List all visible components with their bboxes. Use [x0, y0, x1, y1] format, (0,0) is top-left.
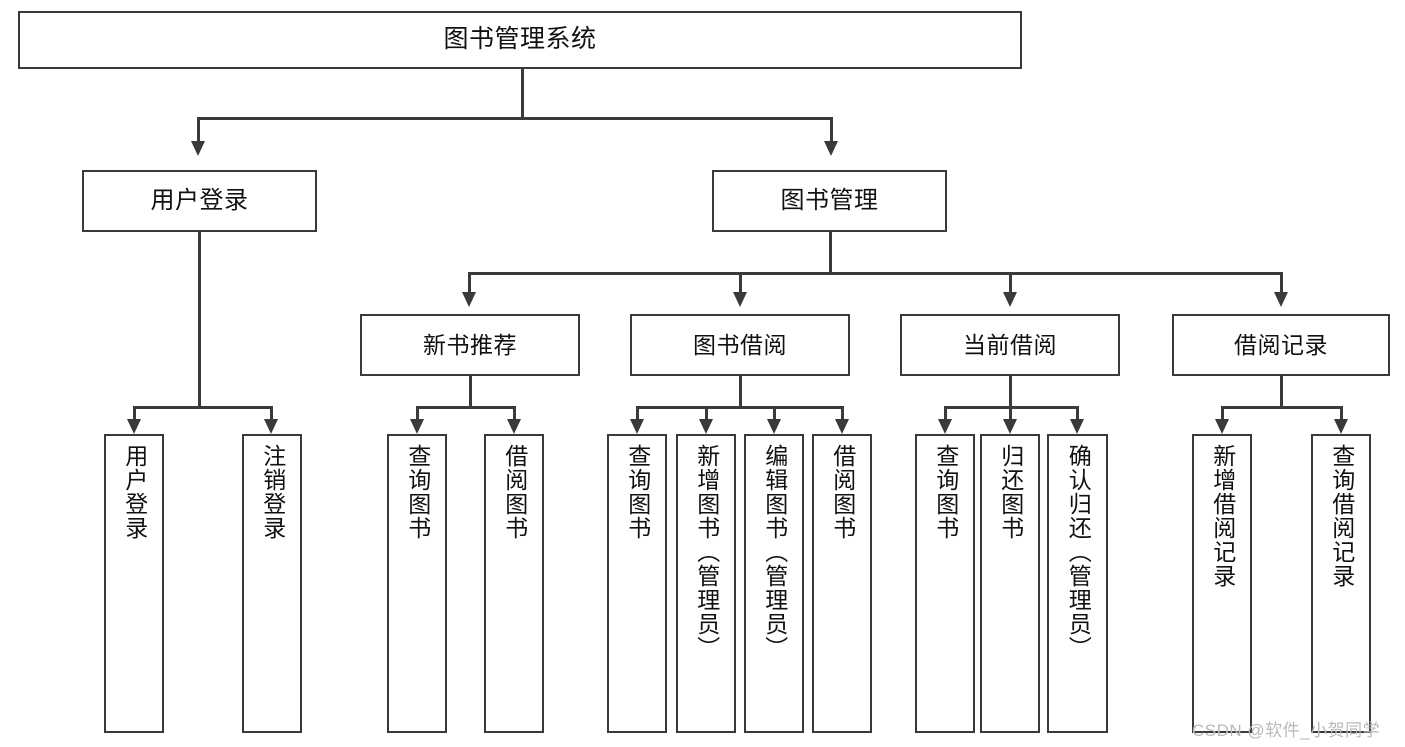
connector-new-book-stem — [469, 376, 472, 408]
node-label: 借阅记录 — [1234, 331, 1328, 358]
node-book-borrow[interactable]: 图书借阅 — [630, 314, 850, 376]
connector-borrow-record-leaf-2 — [1340, 406, 1343, 422]
node-borrow-record[interactable]: 借阅记录 — [1172, 314, 1390, 376]
leaf-current-borrow-return-book[interactable]: 归还图书 — [980, 434, 1040, 733]
node-label: 新增借阅记录 — [1209, 444, 1236, 588]
arrow-user-login-leaf-1 — [127, 419, 141, 434]
node-label: 查询图书 — [624, 444, 651, 540]
node-user-login[interactable]: 用户登录 — [82, 170, 317, 232]
node-label: 借阅图书 — [501, 444, 528, 540]
arrow-user-login-leaf-2 — [264, 419, 278, 434]
connector-user-login-leaf-2 — [270, 406, 273, 422]
node-label: 确认归还（管理员） — [1065, 444, 1092, 660]
arrow-book-borrow-leaf-2 — [699, 419, 713, 434]
connector-book-borrow-leaf-4 — [841, 406, 844, 422]
node-label: 用户登录 — [121, 444, 148, 540]
connector-user-login-leaf-1 — [133, 406, 136, 422]
node-label: 当前借阅 — [963, 331, 1057, 358]
node-label: 新书推荐 — [423, 331, 517, 358]
node-new-book-recommend[interactable]: 新书推荐 — [360, 314, 580, 376]
leaf-book-borrow-borrow-book[interactable]: 借阅图书 — [812, 434, 872, 733]
connector-book-borrow-leaf-3 — [773, 406, 776, 422]
arrow-new-book-leaf-1 — [410, 419, 424, 434]
node-label: 查询图书 — [404, 444, 431, 540]
leaf-current-borrow-query-book[interactable]: 查询图书 — [915, 434, 975, 733]
connector-new-book-bus — [416, 406, 515, 409]
leaf-borrow-record-add-record[interactable]: 新增借阅记录 — [1192, 434, 1252, 733]
node-label: 图书借阅 — [693, 331, 787, 358]
connector-book-borrow-leaf-1 — [636, 406, 639, 422]
connector-to-current-borrow — [1009, 272, 1012, 296]
arrow-current-borrow-leaf-2 — [1003, 419, 1017, 434]
node-label: 用户登录 — [150, 187, 249, 214]
connector-to-book-borrow — [739, 272, 742, 296]
connector-root-to-user-login — [197, 117, 200, 145]
connector-new-book-leaf-2 — [513, 406, 516, 422]
arrow-borrow-record-leaf-2 — [1334, 419, 1348, 434]
leaf-book-borrow-query-book[interactable]: 查询图书 — [607, 434, 667, 733]
connector-root-to-book-manage — [830, 117, 833, 145]
connector-book-borrow-bus — [636, 406, 843, 409]
leaf-book-borrow-edit-book[interactable]: 编辑图书（管理员） — [744, 434, 804, 733]
arrow-new-book-leaf-2 — [507, 419, 521, 434]
node-current-borrow[interactable]: 当前借阅 — [900, 314, 1120, 376]
node-label: 查询借阅记录 — [1328, 444, 1355, 588]
node-label: 借阅图书 — [829, 444, 856, 540]
node-label: 查询图书 — [932, 444, 959, 540]
connector-current-borrow-leaf-1 — [944, 406, 947, 422]
node-label: 注销登录 — [259, 444, 286, 540]
connector-current-borrow-leaf-3 — [1076, 406, 1079, 422]
connector-user-login-bus — [133, 406, 270, 409]
leaf-new-book-query-book[interactable]: 查询图书 — [387, 434, 447, 733]
connector-book-manage-stem — [829, 232, 832, 274]
leaf-logout-login[interactable]: 注销登录 — [242, 434, 302, 733]
leaf-book-borrow-add-book[interactable]: 新增图书（管理员） — [676, 434, 736, 733]
connector-root-bus — [197, 117, 833, 120]
connector-to-new-book — [468, 272, 471, 296]
connector-user-login-stem — [198, 232, 201, 408]
connector-book-borrow-stem — [739, 376, 742, 408]
connector-book-manage-bus — [468, 272, 1282, 275]
connector-book-borrow-leaf-2 — [705, 406, 708, 422]
arrow-to-borrow-record — [1274, 292, 1288, 307]
arrow-borrow-record-leaf-1 — [1215, 419, 1229, 434]
node-label: 归还图书 — [997, 444, 1024, 540]
leaf-new-book-borrow-book[interactable]: 借阅图书 — [484, 434, 544, 733]
node-label: 图书管理系统 — [443, 25, 597, 54]
leaf-user-login[interactable]: 用户登录 — [104, 434, 164, 733]
arrow-book-borrow-leaf-3 — [767, 419, 781, 434]
connector-current-borrow-leaf-2 — [1009, 406, 1012, 422]
connector-new-book-leaf-1 — [416, 406, 419, 422]
connector-current-borrow-stem — [1009, 376, 1012, 408]
connector-borrow-record-bus — [1221, 406, 1342, 409]
node-book-management[interactable]: 图书管理 — [712, 170, 947, 232]
arrow-to-new-book — [462, 292, 476, 307]
node-root-system[interactable]: 图书管理系统 — [18, 11, 1022, 69]
leaf-current-borrow-confirm-return[interactable]: 确认归还（管理员） — [1047, 434, 1108, 733]
arrow-root-to-user-login — [191, 141, 205, 156]
arrow-root-to-book-manage — [824, 141, 838, 156]
arrow-to-current-borrow — [1003, 292, 1017, 307]
arrow-to-book-borrow — [733, 292, 747, 307]
arrow-book-borrow-leaf-1 — [630, 419, 644, 434]
arrow-current-borrow-leaf-3 — [1070, 419, 1084, 434]
arrow-current-borrow-leaf-1 — [938, 419, 952, 434]
connector-borrow-record-leaf-1 — [1221, 406, 1224, 422]
connector-root-stem — [521, 69, 524, 117]
node-label: 编辑图书（管理员） — [761, 444, 788, 660]
arrow-book-borrow-leaf-4 — [835, 419, 849, 434]
leaf-borrow-record-query-record[interactable]: 查询借阅记录 — [1311, 434, 1371, 733]
node-label: 新增图书（管理员） — [693, 444, 720, 660]
connector-to-borrow-record — [1280, 272, 1283, 296]
connector-borrow-record-stem — [1280, 376, 1283, 408]
node-label: 图书管理 — [780, 187, 879, 214]
